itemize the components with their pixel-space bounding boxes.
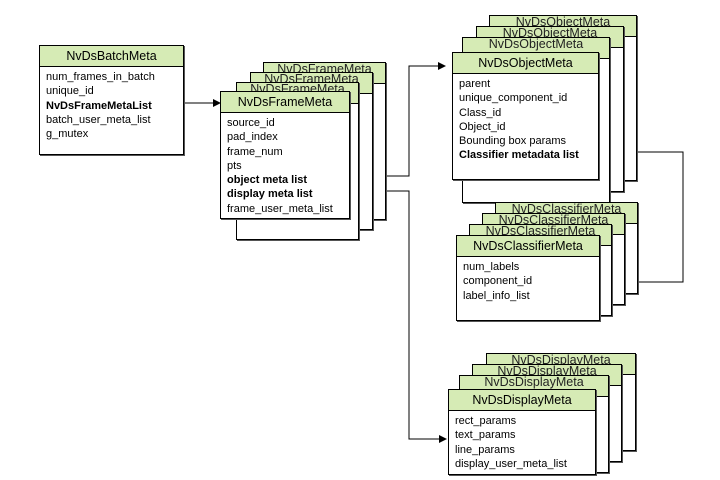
frame-meta-box: NvDsFrameMeta source_id pad_index frame_… [220, 91, 350, 219]
object-field: Bounding box params [459, 135, 567, 148]
object-field: Class_id [459, 106, 502, 119]
frame-field: pad_index [227, 131, 278, 144]
display-field: line_params [455, 443, 515, 456]
frame-field: source_id [227, 117, 275, 129]
object-field: Object_id [459, 120, 506, 133]
object-meta-title: NvDsObjectMeta [453, 53, 598, 74]
classifier-meta-box: NvDsClassifierMeta num_labels component_… [456, 235, 600, 321]
display-meta-box: NvDsDisplayMeta rect_params text_params … [448, 389, 596, 475]
batch-field-frame-list: NvDsFrameMetaList [46, 99, 152, 112]
frame-meta-title: NvDsFrameMeta [221, 92, 349, 113]
classifier-field: component_id [463, 275, 533, 288]
arrow-object-to-classifier [594, 151, 684, 286]
batch-field: batch_user_meta_list [46, 113, 151, 126]
frame-field-object-list: object meta list [227, 174, 308, 187]
batch-meta-box: NvDsBatchMeta num_frames_in_batch unique… [39, 45, 184, 155]
frame-field: frame_user_meta_list [227, 202, 333, 215]
stacked-title-text: NvDsDisplayMeta [511, 354, 611, 367]
stacked-title-text: NvDsDisplayMeta [484, 376, 584, 389]
object-meta-box: NvDsObjectMeta parent unique_component_i… [452, 52, 599, 180]
stacked-title-text: NvDsClassifierMeta [498, 214, 609, 227]
object-field: parent [459, 78, 491, 90]
classifier-meta-title: NvDsClassifierMeta [457, 236, 599, 257]
classifier-field: label_info_list [463, 289, 530, 302]
object-field: unique_component_id [459, 92, 568, 105]
stacked-title-text: NvDsClassifierMeta [511, 203, 622, 216]
stacked-title-text: NvDsObjectMeta [515, 16, 611, 29]
stacked-title-text: NvDsObjectMeta [502, 27, 598, 40]
display-field: display_user_meta_list [455, 457, 567, 470]
batch-field: num_frames_in_batch [46, 71, 155, 83]
batch-meta-title: NvDsBatchMeta [40, 46, 183, 67]
stacked-title-text: NvDsDisplayMeta [497, 365, 597, 378]
stacked-title-text: NvDsClassifierMeta [485, 225, 596, 238]
display-field: rect_params [455, 415, 517, 427]
stacked-title-text: NvDsObjectMeta [488, 38, 584, 51]
frame-field: frame_num [227, 145, 283, 158]
classifier-field: num_labels [463, 261, 520, 273]
frame-field: pts [227, 159, 242, 172]
object-field-classifier-list: Classifier metadata list [459, 149, 579, 162]
display-field: text_params [455, 429, 516, 442]
batch-field: unique_id [46, 85, 94, 98]
frame-field-display-list: display meta list [227, 188, 313, 201]
batch-field: g_mutex [46, 128, 89, 141]
display-meta-title: NvDsDisplayMeta [449, 390, 595, 411]
